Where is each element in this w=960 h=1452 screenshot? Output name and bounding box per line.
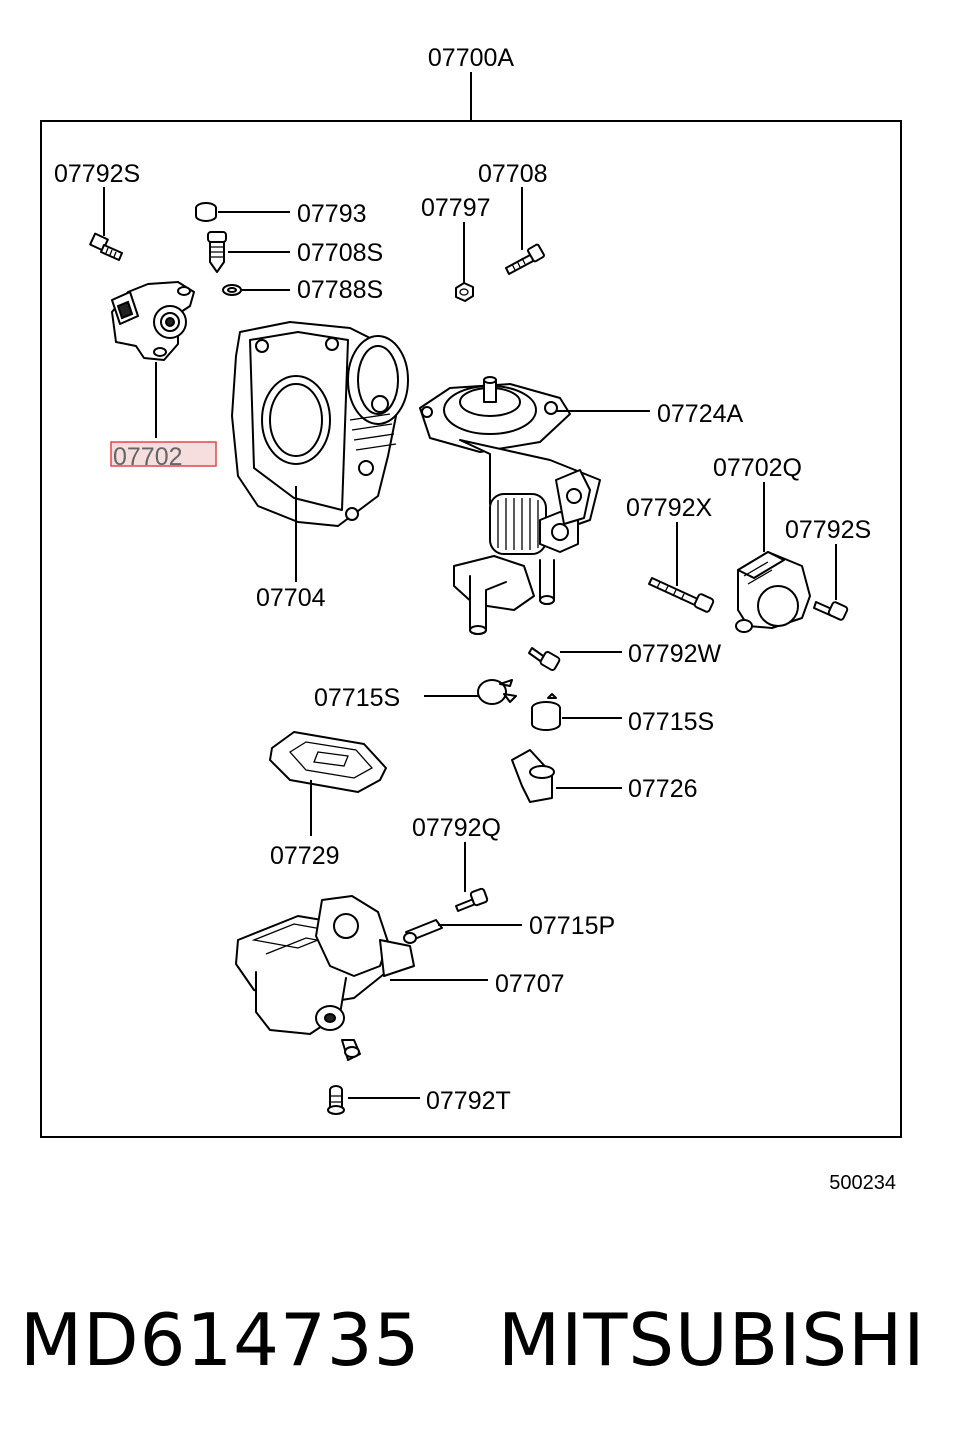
label-07788S[interactable]: 07788S <box>297 276 383 304</box>
bolt-07792X <box>648 522 715 613</box>
caption: MD614735 MITSUBISHI <box>0 1285 960 1395</box>
clamp-07715S-right <box>531 693 622 731</box>
screw-07792T <box>327 1085 420 1115</box>
label-07792T[interactable]: 07792T <box>426 1087 511 1115</box>
bolt-07708 <box>505 187 545 275</box>
bolt-07792W <box>528 647 622 671</box>
screw-07708S <box>207 231 290 273</box>
sensor-07702Q <box>735 482 811 633</box>
throttle-body-07704 <box>231 321 409 582</box>
label-07797[interactable]: 07797 <box>421 194 491 222</box>
sensor-07702 <box>111 281 195 438</box>
bolt-07792S-top <box>89 187 123 261</box>
clamp-07715S-left <box>424 679 517 705</box>
clip-07715P <box>403 919 522 944</box>
label-07715S-right[interactable]: 07715S <box>628 708 714 736</box>
hose-07726 <box>511 749 622 803</box>
cap-07793 <box>195 202 290 222</box>
valve-07724A <box>419 376 650 635</box>
label-07708[interactable]: 07708 <box>478 160 548 188</box>
label-07704[interactable]: 07704 <box>256 584 326 612</box>
brand-name: MITSUBISHI <box>498 1298 926 1382</box>
label-07792X[interactable]: 07792X <box>626 494 713 522</box>
gasket-07729 <box>269 731 387 836</box>
nut-07797 <box>455 222 474 302</box>
label-07793[interactable]: 07793 <box>297 200 367 228</box>
label-07707[interactable]: 07707 <box>495 970 565 998</box>
label-07708S[interactable]: 07708S <box>297 239 383 267</box>
label-07792Q[interactable]: 07792Q <box>412 814 501 842</box>
label-07724A[interactable]: 07724A <box>657 400 744 428</box>
o-ring-07788S <box>222 284 290 296</box>
assembly-label[interactable]: 07700A <box>428 44 515 72</box>
image-code: 500234 <box>829 1172 896 1194</box>
bolt-07792Q <box>455 842 489 912</box>
label-07715P[interactable]: 07715P <box>529 912 615 940</box>
label-07729[interactable]: 07729 <box>270 842 340 870</box>
label-07702Q[interactable]: 07702Q <box>713 454 802 482</box>
label-07792W[interactable]: 07792W <box>628 640 722 668</box>
label-07726[interactable]: 07726 <box>628 775 698 803</box>
label-07715S-left[interactable]: 07715S <box>314 684 400 712</box>
label-07792S-top[interactable]: 07792S <box>54 160 140 188</box>
highlight-07702 <box>110 441 217 467</box>
label-07792S-right[interactable]: 07792S <box>785 516 871 544</box>
isc-valve-07707 <box>235 895 488 1061</box>
part-number: MD614735 <box>20 1298 421 1382</box>
label-07702[interactable]: 07702 <box>113 443 183 471</box>
bolt-07792S-right <box>813 544 849 621</box>
